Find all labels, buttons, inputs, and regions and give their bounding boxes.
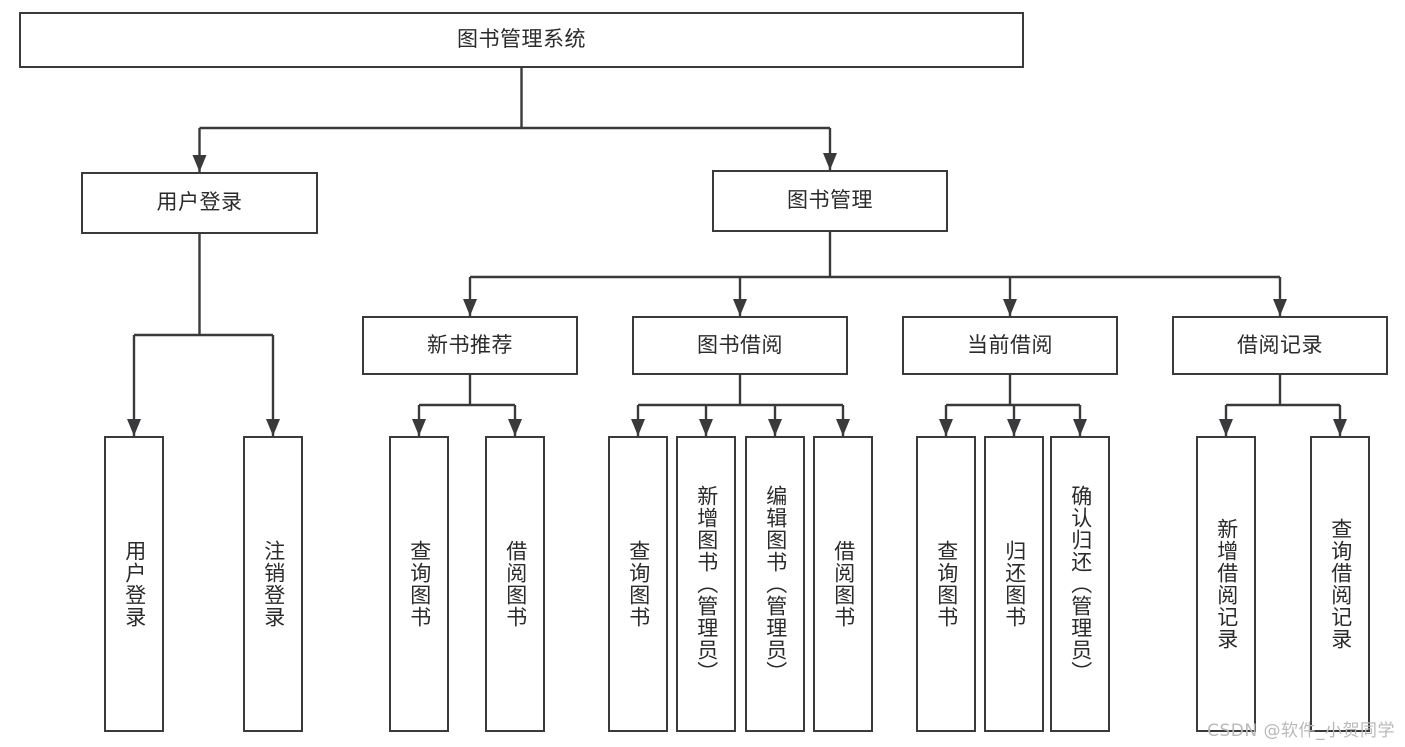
node-box-leaf-query-record[interactable]: 查询借阅记录 bbox=[1310, 436, 1370, 732]
conn-book-manage-arrowhead-3 bbox=[1273, 299, 1287, 316]
node-label-borrow-record: 借阅记录 bbox=[1237, 332, 1323, 357]
conn-user-login-arrowhead-0 bbox=[127, 419, 141, 436]
conn-current-borrow-arrowhead-1 bbox=[1007, 419, 1021, 436]
node-box-leaf-return-book[interactable]: 归还图书 bbox=[984, 436, 1044, 732]
conn-current-borrow-arrowhead-2 bbox=[1073, 419, 1087, 436]
conn-borrow-record-arrowhead-0 bbox=[1219, 419, 1233, 436]
node-box-book-manage[interactable]: 图书管理 bbox=[712, 170, 948, 232]
conn-root-arrowhead-0 bbox=[192, 155, 207, 172]
conn-book-borrow-arrowhead-0 bbox=[631, 419, 645, 436]
conn-root-arrowhead-1 bbox=[823, 153, 837, 170]
node-box-borrow-record[interactable]: 借阅记录 bbox=[1172, 316, 1388, 375]
node-box-leaf-query-book-2[interactable]: 查询图书 bbox=[608, 436, 668, 732]
node-label-leaf-user-login: 用户登录 bbox=[122, 540, 147, 628]
node-label-root: 图书管理系统 bbox=[457, 27, 586, 52]
node-label-book-manage: 图书管理 bbox=[787, 188, 873, 213]
node-label-leaf-return-book: 归还图书 bbox=[1002, 540, 1027, 628]
node-label-new-book-rec: 新书推荐 bbox=[427, 332, 513, 357]
node-box-root[interactable]: 图书管理系统 bbox=[19, 12, 1024, 68]
node-box-leaf-query-book-3[interactable]: 查询图书 bbox=[916, 436, 976, 732]
conn-book-borrow-arrowhead-3 bbox=[836, 419, 850, 436]
node-box-book-borrow[interactable]: 图书借阅 bbox=[632, 316, 848, 375]
node-box-user-login[interactable]: 用户登录 bbox=[81, 172, 318, 234]
node-label-leaf-confirm-return: 确认归还（管理员） bbox=[1068, 485, 1093, 683]
node-box-leaf-add-book[interactable]: 新增图书（管理员） bbox=[676, 436, 736, 732]
node-label-leaf-add-record: 新增借阅记录 bbox=[1214, 518, 1239, 650]
watermark-text: CSDN @软件_小贺同学 bbox=[1207, 721, 1395, 741]
conn-book-manage-arrowhead-1 bbox=[733, 299, 747, 316]
conn-new-book-rec-arrowhead-1 bbox=[508, 419, 522, 436]
conn-user-login-arrowhead-1 bbox=[266, 419, 280, 436]
conn-current-borrow-arrowhead-0 bbox=[939, 419, 953, 436]
node-label-user-login: 用户登录 bbox=[156, 190, 243, 215]
node-label-leaf-edit-book: 编辑图书（管理员） bbox=[763, 485, 788, 683]
node-box-leaf-borrow-book-2[interactable]: 借阅图书 bbox=[813, 436, 873, 732]
conn-new-book-rec-arrowhead-0 bbox=[412, 419, 426, 436]
node-label-leaf-logout: 注销登录 bbox=[261, 540, 286, 628]
conn-book-borrow-arrowhead-2 bbox=[768, 419, 782, 436]
node-label-leaf-borrow-book-1: 借阅图书 bbox=[503, 540, 528, 628]
node-box-leaf-user-login[interactable]: 用户登录 bbox=[104, 436, 164, 732]
node-box-current-borrow[interactable]: 当前借阅 bbox=[902, 316, 1118, 375]
node-box-leaf-add-record[interactable]: 新增借阅记录 bbox=[1196, 436, 1256, 732]
node-label-leaf-query-record: 查询借阅记录 bbox=[1328, 518, 1353, 650]
node-box-leaf-logout[interactable]: 注销登录 bbox=[243, 436, 303, 732]
conn-borrow-record-arrowhead-1 bbox=[1333, 419, 1347, 436]
node-box-new-book-rec[interactable]: 新书推荐 bbox=[362, 316, 578, 375]
conn-book-borrow-arrowhead-1 bbox=[699, 419, 713, 436]
node-box-leaf-edit-book[interactable]: 编辑图书（管理员） bbox=[745, 436, 805, 732]
node-box-leaf-confirm-return[interactable]: 确认归还（管理员） bbox=[1050, 436, 1110, 732]
node-label-current-borrow: 当前借阅 bbox=[967, 332, 1053, 357]
conn-book-manage-arrowhead-2 bbox=[1003, 299, 1017, 316]
node-box-leaf-query-book-1[interactable]: 查询图书 bbox=[389, 436, 449, 732]
node-box-leaf-borrow-book-1[interactable]: 借阅图书 bbox=[485, 436, 545, 732]
node-label-leaf-query-book-2: 查询图书 bbox=[626, 540, 651, 628]
conn-book-manage-arrowhead-0 bbox=[463, 299, 477, 316]
node-label-book-borrow: 图书借阅 bbox=[697, 332, 783, 357]
node-label-leaf-add-book: 新增图书（管理员） bbox=[694, 485, 719, 683]
node-label-leaf-borrow-book-2: 借阅图书 bbox=[831, 540, 856, 628]
node-label-leaf-query-book-3: 查询图书 bbox=[934, 540, 959, 628]
node-label-leaf-query-book-1: 查询图书 bbox=[407, 540, 432, 628]
